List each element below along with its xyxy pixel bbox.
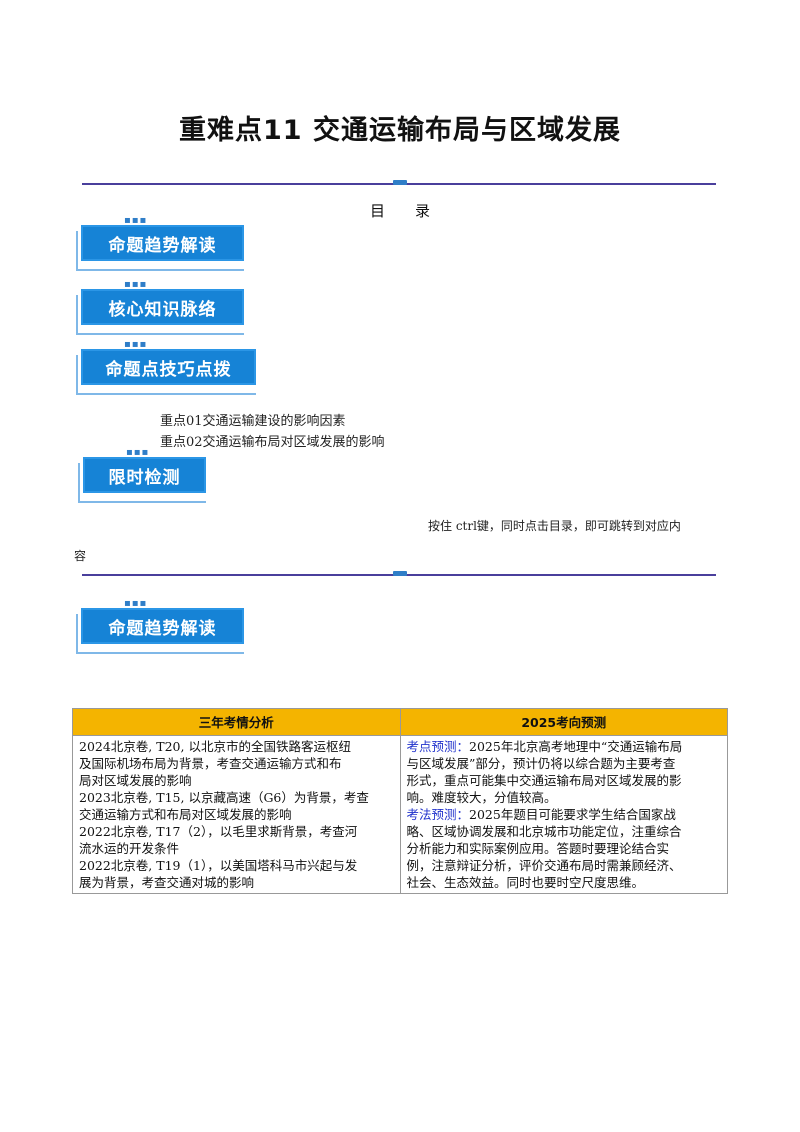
divider-ornament bbox=[393, 571, 407, 576]
dots-decoration: ▪▪▪ bbox=[124, 279, 148, 290]
prediction-cell: 考点预测：2025年北京高考地理中“交通运输布局 与区域发展”部分，预计仍将以综… bbox=[399, 735, 728, 894]
toc-link-trend[interactable]: ▪▪▪ 命题趋势解读 bbox=[76, 216, 244, 271]
prediction-text: 2025年题目可能要求学生结合国家战 bbox=[469, 807, 676, 822]
dots-decoration: ▪▪▪ bbox=[124, 215, 148, 226]
toc-link-test[interactable]: ▪▪▪ 限时检测 bbox=[78, 448, 206, 503]
prediction-line: 与区域发展”部分，预计仍将以综合题为主要考查 bbox=[406, 756, 676, 771]
table-row: 2024北京卷, T20, 以北京市的全国铁路客运枢纽 及国际机场布局为背景，考… bbox=[72, 735, 728, 894]
prediction-line: 形式，重点可能集中交通运输布局对区域发展的影 bbox=[406, 773, 682, 788]
dots-decoration: ▪▪▪ bbox=[124, 598, 148, 609]
badge-frame bbox=[78, 463, 206, 503]
divider-ornament bbox=[393, 180, 407, 185]
analysis-line: 2024北京卷, T20, 以北京市的全国铁路客运枢纽 bbox=[79, 739, 351, 754]
badge-label: 核心知识脉络 bbox=[81, 289, 244, 325]
ctrl-hint-wrap: 容 bbox=[74, 549, 87, 563]
badge-label: 命题趋势解读 bbox=[81, 608, 244, 644]
header-analysis: 三年考情分析 bbox=[72, 708, 401, 736]
analysis-line: 展为背景，考查交通对城的影响 bbox=[79, 875, 255, 890]
header-prediction: 2025考向预测 bbox=[399, 708, 728, 736]
ctrl-hint: 按住 ctrl键，同时点击目录，即可跳转到对应内 bbox=[428, 519, 681, 533]
prediction-line: 考法预测：2025年题目可能要求学生结合国家战 bbox=[407, 806, 722, 823]
dots-decoration: ▪▪▪ bbox=[124, 339, 148, 350]
badge-label: 命题点技巧点拨 bbox=[81, 349, 256, 385]
prediction-line: 社会、生态效益。同时也要时空尺度思维。 bbox=[406, 875, 645, 890]
prediction-label-topic: 考点预测： bbox=[406, 739, 470, 754]
badge-label: 限时检测 bbox=[83, 457, 206, 493]
analysis-line: 交通运输方式和布局对区域发展的影响 bbox=[79, 807, 292, 822]
exam-analysis-table: 三年考情分析 2025考向预测 2024北京卷, T20, 以北京市的全国铁路客… bbox=[72, 708, 728, 894]
prediction-line: 响。难度较大，分值较高。 bbox=[406, 790, 557, 805]
table-header-row: 三年考情分析 2025考向预测 bbox=[72, 708, 728, 736]
section-badge-trend: ▪▪▪ 命题趋势解读 bbox=[76, 599, 244, 654]
toc-item-2[interactable]: 重点02交通运输布局对区域发展的影响 bbox=[160, 435, 385, 450]
dots-decoration: ▪▪▪ bbox=[126, 447, 150, 458]
toc-link-skills[interactable]: ▪▪▪ 命题点技巧点拨 bbox=[76, 340, 256, 395]
toc-link-knowledge[interactable]: ▪▪▪ 核心知识脉络 bbox=[76, 280, 244, 335]
analysis-cell: 2024北京卷, T20, 以北京市的全国铁路客运枢纽 及国际机场布局为背景，考… bbox=[72, 735, 401, 894]
toc-heading: 目录 bbox=[369, 202, 460, 220]
analysis-line: 2022北京卷, T17（2），以毛里求斯背景，考查河 bbox=[79, 824, 358, 839]
analysis-line: 2023北京卷, T15, 以京藏高速（G6）为背景，考查 bbox=[79, 790, 369, 805]
prediction-text: 2025年北京高考地理中“交通运输布局 bbox=[469, 739, 683, 754]
badge-frame bbox=[76, 295, 244, 335]
prediction-line: 例，注意辩证分析，评价交通布局时需兼顾经济、 bbox=[406, 858, 682, 873]
badge-frame bbox=[76, 355, 256, 395]
prediction-line: 考点预测：2025年北京高考地理中“交通运输布局 bbox=[407, 738, 722, 755]
badge-label: 命题趋势解读 bbox=[81, 225, 244, 261]
badge-frame bbox=[76, 614, 244, 654]
prediction-line: 分析能力和实际案例应用。答题时要理论结合实 bbox=[406, 841, 670, 856]
toc-item-1[interactable]: 重点01交通运输建设的影响因素 bbox=[160, 414, 346, 429]
badge-frame bbox=[76, 231, 244, 271]
prediction-line: 略、区域协调发展和北京城市功能定位，注重综合 bbox=[406, 824, 682, 839]
prediction-label-method: 考法预测： bbox=[406, 807, 470, 822]
page-title: 重难点11 交通运输布局与区域发展 bbox=[179, 115, 621, 146]
analysis-line: 2022北京卷, T19（1），以美国塔科马市兴起与发 bbox=[79, 858, 358, 873]
analysis-line: 流水运的开发条件 bbox=[79, 841, 180, 856]
analysis-line: 及国际机场布局为背景，考查交通运输方式和布 bbox=[79, 756, 342, 771]
analysis-line: 局对区域发展的影响 bbox=[79, 773, 192, 788]
